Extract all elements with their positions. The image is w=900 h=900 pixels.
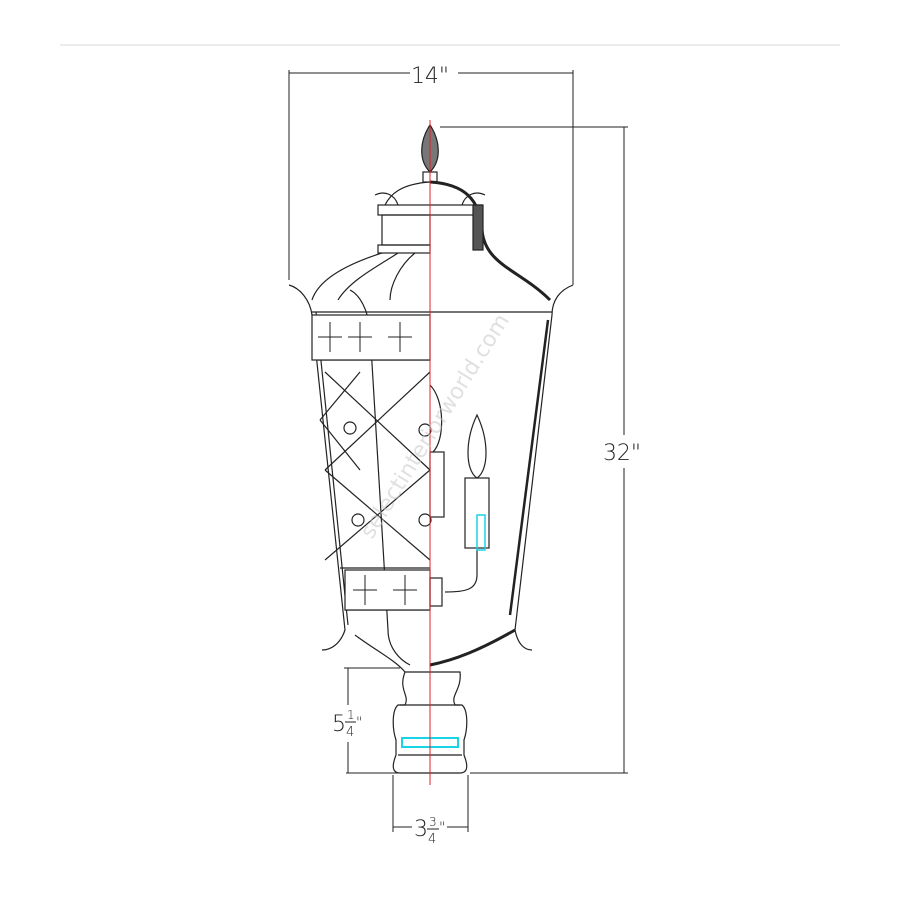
svg-text:": " <box>439 820 445 836</box>
svg-text:": " <box>356 715 362 731</box>
svg-text:4: 4 <box>428 832 436 847</box>
svg-text:4: 4 <box>346 725 354 740</box>
svg-text:1: 1 <box>347 708 355 722</box>
dimension-lines <box>288 70 628 832</box>
height-dimension-label: 32" <box>603 441 641 466</box>
highlight-socket <box>476 514 486 551</box>
band-ornaments <box>318 322 417 605</box>
base-height-dimension-label: 5 1 4 " <box>332 708 362 740</box>
svg-text:5: 5 <box>332 712 346 737</box>
base-width-dimension-label: 3 3 4 " <box>414 815 445 847</box>
width-dimension-label: 14" <box>411 64 449 89</box>
svg-text:3: 3 <box>414 817 428 842</box>
svg-text:3: 3 <box>429 815 437 829</box>
